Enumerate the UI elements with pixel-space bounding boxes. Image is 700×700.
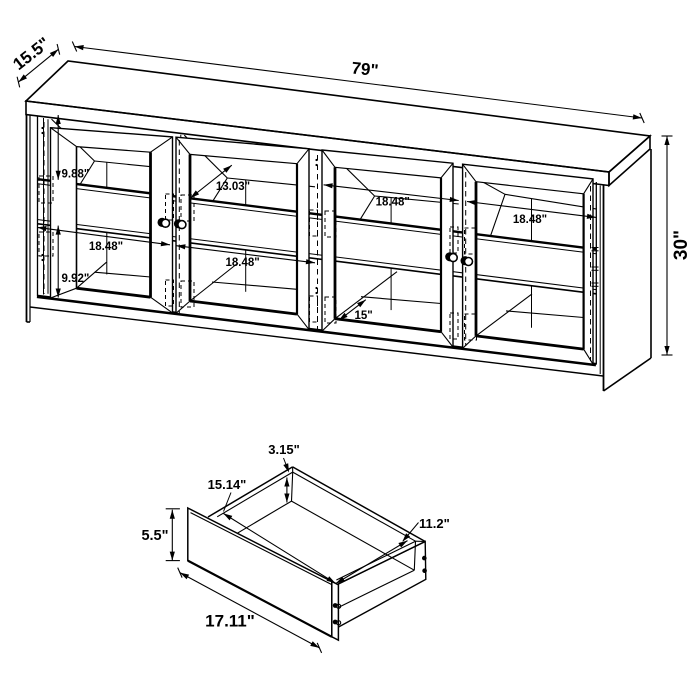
svg-text:18.48": 18.48" [513, 214, 547, 226]
svg-text:30": 30" [671, 230, 692, 260]
svg-text:5.5": 5.5" [141, 528, 168, 544]
svg-text:11.2": 11.2" [419, 516, 450, 531]
svg-text:15": 15" [354, 310, 372, 322]
svg-text:13.03": 13.03" [216, 181, 250, 193]
svg-text:18.48": 18.48" [89, 241, 123, 253]
svg-text:17.11": 17.11" [205, 612, 255, 631]
svg-text:18.48": 18.48" [225, 257, 259, 269]
svg-text:3.15": 3.15" [268, 442, 299, 457]
svg-text:15.14": 15.14" [208, 477, 247, 492]
svg-text:9.92": 9.92" [62, 273, 90, 285]
svg-text:79": 79" [351, 58, 380, 80]
svg-text:18.48": 18.48" [376, 197, 410, 209]
svg-text:9.88": 9.88" [62, 169, 90, 181]
